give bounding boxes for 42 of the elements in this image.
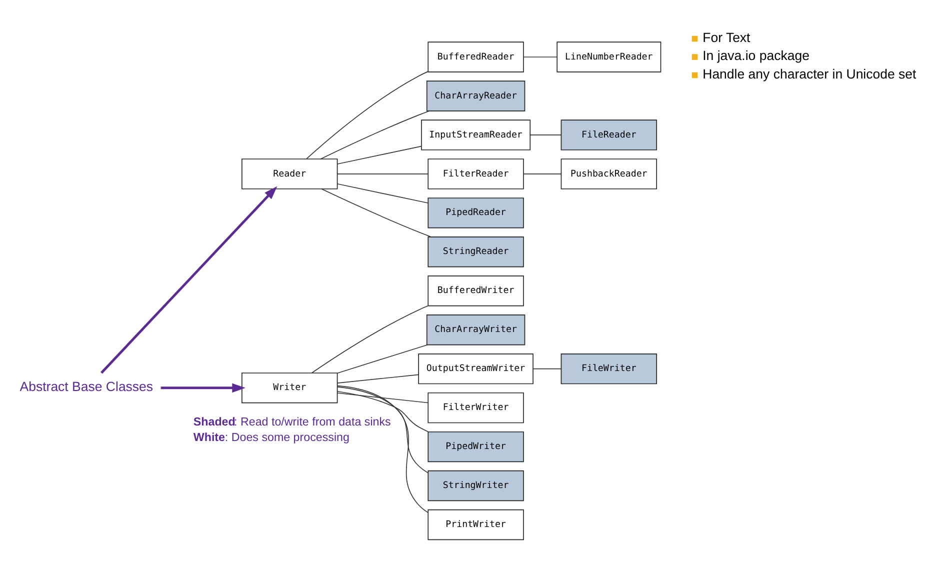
connector xyxy=(337,146,422,164)
label: White: Does some processing xyxy=(193,431,350,444)
label: In java.io package xyxy=(702,48,810,64)
node-box: FilterReader xyxy=(428,158,524,190)
node-box: Writer xyxy=(242,372,338,404)
node-box: PipedWriter xyxy=(428,431,524,462)
connector xyxy=(311,306,428,374)
node-box: OutputStreamWriter xyxy=(418,354,534,384)
node-box: FileWriter xyxy=(560,354,658,384)
node-box: InputStreamReader xyxy=(421,120,531,150)
connector xyxy=(306,71,428,160)
connector xyxy=(523,56,558,58)
node-box: PrintWriter xyxy=(428,509,524,540)
connector xyxy=(532,368,562,370)
node-box: CharArrayWriter xyxy=(426,314,526,346)
connector xyxy=(530,134,562,136)
connector xyxy=(337,374,419,384)
node-box: PipedReader xyxy=(428,198,524,228)
connector xyxy=(321,188,432,238)
connector xyxy=(320,110,430,160)
connector xyxy=(337,183,428,204)
node-box: StringReader xyxy=(428,236,524,268)
connector xyxy=(336,390,429,432)
connector xyxy=(337,392,428,404)
node-box: FileReader xyxy=(560,120,658,150)
node-box: PushbackReader xyxy=(560,158,658,190)
label: Handle any character in Unicode set xyxy=(702,66,916,82)
node-box: LineNumberReader xyxy=(556,42,662,72)
node-box: FilterWriter xyxy=(428,392,524,424)
node-text: Abstract Base Classes xyxy=(20,379,154,394)
node-box: BufferedReader xyxy=(428,42,524,72)
node-box: StringWriter xyxy=(428,470,524,502)
connector xyxy=(337,385,428,513)
label: Shaded: Read to/write from data sinks xyxy=(193,415,391,428)
connector xyxy=(337,386,428,474)
arrow xyxy=(100,186,278,374)
node-box: CharArrayReader xyxy=(426,80,526,112)
arrow xyxy=(160,383,246,393)
connector xyxy=(337,344,428,374)
node-box: Reader xyxy=(242,158,338,190)
node-box: BufferedWriter xyxy=(428,276,524,306)
label: For Text xyxy=(702,30,750,45)
